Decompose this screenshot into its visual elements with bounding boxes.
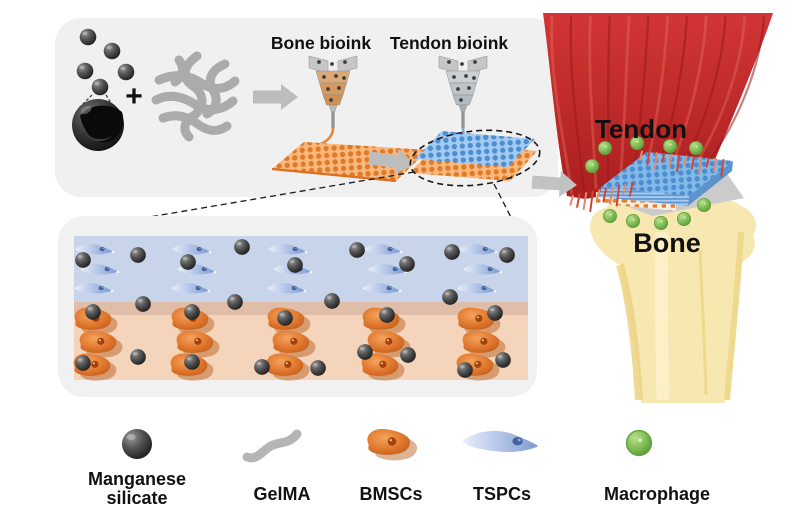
bone-label: Bone <box>633 228 701 258</box>
macrophage-cell <box>625 213 641 229</box>
manganese-silicate-particle <box>349 242 365 258</box>
legend-label-bmscs: BMSCs <box>359 484 422 504</box>
manganese-silicate-particle <box>487 305 503 321</box>
tendon-fiber-streak <box>606 15 611 187</box>
legend: Manganese silicate GelMA BMSCs TSPCs Mac… <box>88 428 710 508</box>
tendon-fringe-fiber <box>713 158 717 173</box>
tendon-fringe-fiber <box>653 152 658 171</box>
bone-bioink-label: Bone bioink <box>271 33 371 53</box>
manganese-silicate-particle <box>103 42 121 60</box>
manganese-silicate-particle <box>76 62 94 80</box>
bone-illustration <box>589 197 756 403</box>
manganese-silicate-particle <box>324 293 340 309</box>
tendon-fringe-fiber <box>646 151 651 166</box>
tendon-fringe-fiber <box>668 153 673 168</box>
tendon-fiber-streak <box>550 15 574 195</box>
manganese-silicate-particle <box>79 28 97 46</box>
macrophage-icon <box>625 429 653 457</box>
legend-label-tspcs: TSPCs <box>473 484 531 504</box>
process-arrow-2 <box>368 148 414 175</box>
manganese-silicate-particle <box>180 254 196 270</box>
tendon-fringe-fiber <box>576 193 581 208</box>
manganese-silicate-particle <box>495 352 511 368</box>
tendon-fringe-fiber <box>639 150 643 161</box>
legend-label-manganese-line2: silicate <box>106 488 167 508</box>
manganese-silicate-particle <box>357 344 373 360</box>
manganese-silicate-particle <box>254 359 270 375</box>
tendon-label: Tendon <box>595 114 687 144</box>
tendon-fringe-fiber <box>705 157 710 168</box>
bmscs-icon <box>367 428 417 461</box>
bone-scaffold-icon <box>271 142 428 183</box>
manganese-silicate-particle <box>75 252 91 268</box>
macrophage-cell <box>584 158 600 174</box>
tendon-fringe-fiber <box>589 190 594 213</box>
macrophage-cell <box>676 211 692 227</box>
tendon-fringe-fiber <box>609 186 614 205</box>
manganese-silicate-particle <box>277 310 293 326</box>
gelma-icon <box>242 429 302 463</box>
gelma-network-icon <box>151 51 240 142</box>
legend-label-manganese-line1: Manganese <box>88 469 186 489</box>
tendon-fiber-streak <box>690 15 747 171</box>
manganese-silicate-particle <box>130 349 146 365</box>
bilayer-scaffold-icon <box>410 131 537 181</box>
plus-sign: + <box>125 80 143 113</box>
tendon-fringe-fiber <box>698 156 703 175</box>
manganese-silicate-particle <box>399 256 415 272</box>
macrophage-cell <box>688 140 704 156</box>
tendon-fringe-fiber <box>615 185 621 207</box>
tendon-fringe-fiber <box>720 159 725 178</box>
manganese-silicate-particle <box>444 244 460 260</box>
manganese-silicate-particle <box>85 304 101 320</box>
tendon-fiber-fringe <box>569 150 725 213</box>
tendon-fringe-fiber <box>690 155 695 170</box>
tendon-fringe-fiber <box>569 194 574 206</box>
process-arrow-3 <box>531 170 577 197</box>
tendon-fringe-fiber <box>595 189 601 201</box>
process-arrow-1 <box>253 84 298 110</box>
manganese-silicate-particle <box>287 257 303 273</box>
manganese-silicate-particle <box>227 294 243 310</box>
manganese-silicate-particle <box>91 78 109 96</box>
tendon-fringe-fiber <box>602 187 607 203</box>
tendon-fringe-fiber <box>628 182 634 197</box>
legend-label-gelma: GelMA <box>253 484 310 504</box>
legend-label-macrophage: Macrophage <box>604 484 710 504</box>
tendon-fringe-fiber <box>683 155 688 166</box>
tendon-fringe-fiber <box>622 183 627 195</box>
manganese-silicate-particle <box>400 347 416 363</box>
magnifier-ellipse <box>409 129 541 187</box>
tendon-bioink-label: Tendon bioink <box>390 33 509 53</box>
manganese-silicate-particle <box>117 63 135 81</box>
tendon-fiber-streak <box>703 15 766 168</box>
tendon-fiber-streak <box>569 15 586 192</box>
manganese-silicate-particle <box>457 362 473 378</box>
manganese-silicate-particle <box>75 355 91 371</box>
manganese-silicate-particle <box>379 307 395 323</box>
macrophage-cell <box>602 208 618 224</box>
tendon-bioink-printer-icon <box>438 55 488 129</box>
manganese-silicate-particle <box>184 354 200 370</box>
tendon-fiber-streak <box>618 15 631 185</box>
manganese-silicate-particle <box>135 296 151 312</box>
tendon-fringe-fiber <box>582 191 588 210</box>
manganese-silicate-particle <box>184 304 200 320</box>
manganese-silicate-particle <box>130 247 146 263</box>
hollow-manganese-sphere-icon <box>72 99 124 151</box>
manganese-silicate-icon <box>122 429 152 459</box>
bone-bioink-printer-icon <box>308 55 358 129</box>
manganese-silicate-particle <box>310 360 326 376</box>
tendon-fringe-fiber <box>661 152 666 163</box>
tendon-fringe-fiber <box>676 154 680 173</box>
macrophage-cell <box>696 197 712 213</box>
manganese-silicate-particle <box>442 289 458 305</box>
tspcs-icon <box>462 430 543 453</box>
manganese-silicate-particle <box>234 239 250 255</box>
manganese-silicate-particle <box>499 247 515 263</box>
